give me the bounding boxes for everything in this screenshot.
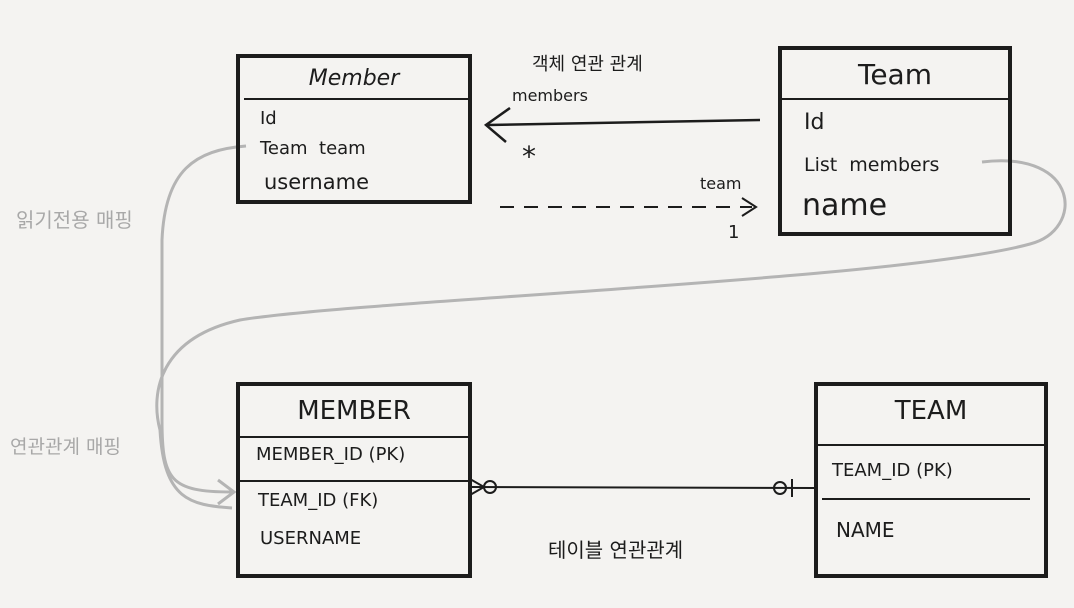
- one-marker-circle: [773, 481, 787, 495]
- member-field-team: Team team: [260, 138, 366, 159]
- member-table-username: USERNAME: [260, 528, 362, 549]
- team-table-divider-top: [818, 444, 1044, 446]
- members-association-arrowhead: [483, 106, 511, 143]
- member-field-username: username: [264, 170, 369, 194]
- team-table-pk: TEAM_ID (PK): [832, 460, 953, 481]
- relation-mapping-label: 연관관계 매핑: [10, 436, 121, 458]
- team-table-name: NAME: [836, 518, 895, 542]
- many-multiplicity-mark: *: [522, 140, 536, 173]
- member-table-title: MEMBER: [297, 396, 411, 426]
- one-multiplicity-mark: 1: [728, 222, 740, 243]
- read-only-mapping-label: 읽기전용 매핑: [16, 208, 133, 232]
- table-relation-line: [469, 486, 815, 489]
- team-table-title: TEAM: [894, 396, 968, 426]
- team-table: TEAM TEAM_ID (PK) NAME: [814, 382, 1048, 578]
- member-entity: Member Id Team team username: [236, 54, 472, 204]
- member-table: MEMBER MEMBER_ID (PK) TEAM_ID (FK) USERN…: [236, 382, 472, 578]
- member-table-divider-top: [240, 436, 468, 438]
- team-table-divider-pk: [822, 498, 1030, 500]
- team-entity-divider: [782, 98, 1008, 100]
- read-only-mapping-curve: [155, 159, 1067, 510]
- relation-mapping-curve: [160, 144, 247, 494]
- member-entity-divider: [244, 98, 468, 100]
- many-marker-fork: [469, 478, 487, 496]
- team-field-name: name: [802, 188, 888, 223]
- team-entity-title: Team: [857, 58, 932, 91]
- member-table-pk: MEMBER_ID (PK): [256, 444, 406, 465]
- member-field-id: Id: [260, 108, 277, 129]
- member-table-fk: TEAM_ID (FK): [258, 490, 379, 511]
- member-table-divider-pk: [240, 480, 468, 482]
- team-association-arrowhead: [741, 197, 758, 217]
- member-entity-title: Member: [308, 66, 400, 91]
- team-field-id: Id: [804, 110, 825, 135]
- object-relation-label: 객체 연관 관계: [532, 54, 643, 75]
- relation-mapping-arrowhead: [217, 478, 237, 506]
- members-association-line: [487, 118, 761, 127]
- table-relation-label: 테이블 연관관계: [548, 538, 684, 562]
- members-role-label: members: [512, 86, 588, 105]
- team-role-label: team: [700, 174, 742, 193]
- team-field-members: List members: [804, 154, 940, 176]
- team-entity: Team Id List members name: [778, 46, 1012, 236]
